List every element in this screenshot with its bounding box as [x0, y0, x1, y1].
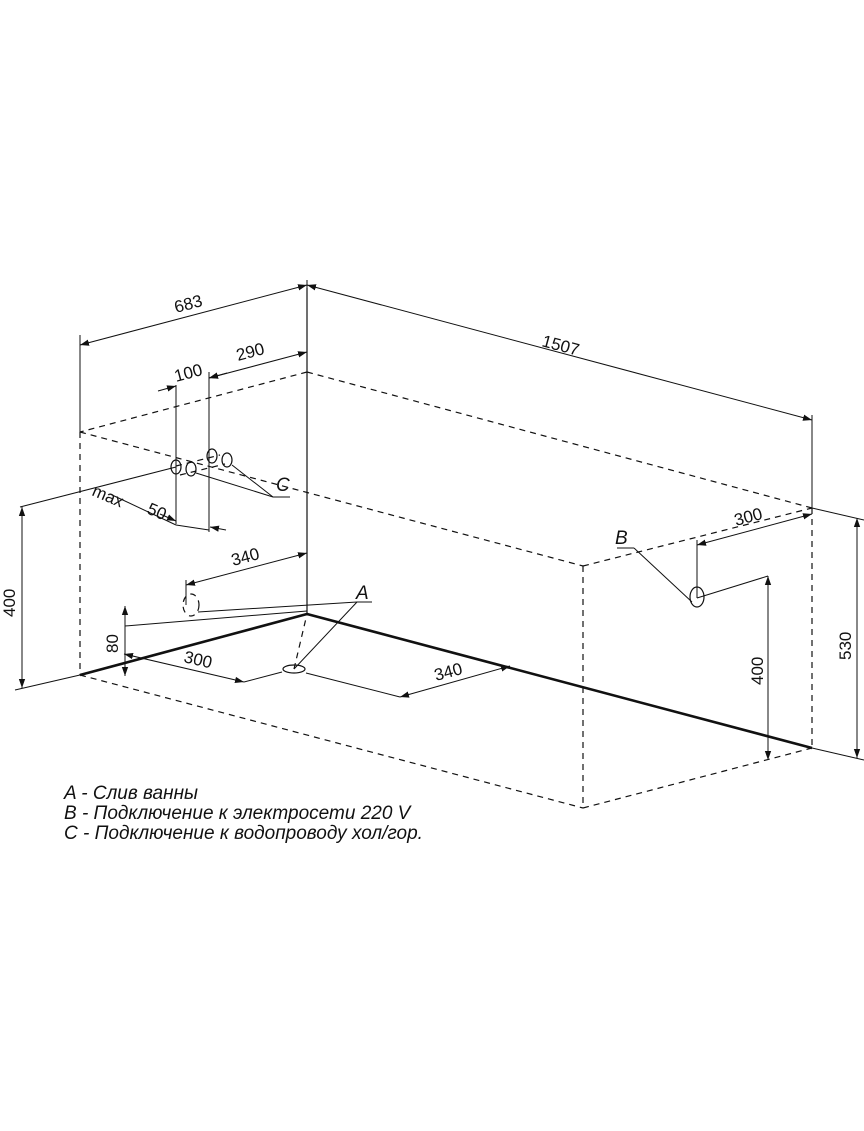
dim-300-floor: 300	[123, 647, 283, 684]
hot-pipe-cap	[221, 452, 233, 468]
tub-outline	[79, 288, 813, 809]
dim-300-right-label: 300	[732, 504, 764, 530]
dim-530-label: 530	[836, 632, 855, 660]
dim-1507-label: 1507	[540, 332, 581, 360]
dim-400-left: 400	[0, 507, 81, 691]
dim-340-top: 340	[185, 544, 308, 605]
bottom-right-edge	[582, 747, 813, 809]
dim-max-50: max 50	[19, 466, 227, 532]
floor-back-wall-line	[306, 612, 813, 750]
dim-400-right-label: 400	[748, 657, 767, 685]
top-back-edge	[306, 371, 813, 509]
dim-300-right: 300	[696, 504, 813, 546]
dim-80-label: 80	[103, 634, 122, 653]
a-leader-2	[293, 601, 358, 670]
dim-340-floor-label: 340	[432, 659, 464, 685]
top-front-edge	[79, 431, 584, 567]
c-leader-1	[195, 472, 274, 498]
dim-100-label: 100	[172, 360, 204, 386]
wall-drain-circle	[182, 593, 200, 617]
cold-pipe-end	[170, 459, 182, 475]
marker-b: B	[615, 528, 628, 549]
dim-1507: 1507	[306, 284, 813, 508]
cold-pipe-cap	[185, 461, 197, 477]
dim-290-label: 290	[234, 339, 266, 365]
drain-a-left: A	[124, 583, 372, 627]
c-leader-2	[231, 464, 274, 498]
marker-a: A	[355, 583, 369, 604]
floor-left-wall-line	[79, 612, 308, 677]
legend-item-b: B - Подключение к электросети 220 V	[64, 803, 411, 824]
b-leader	[633, 547, 693, 603]
dim-400-left-label: 400	[0, 589, 19, 617]
floor-drain-circle	[282, 664, 306, 674]
hot-pipe-end	[206, 448, 218, 464]
dim-683: 683	[79, 280, 308, 432]
legend-item-c: C - Подключение к водопроводу хол/гор.	[64, 823, 423, 844]
max-label: max	[89, 481, 126, 511]
dim-340-floor: 340	[305, 659, 511, 698]
legend-item-a: A - Слив ванны	[64, 783, 199, 804]
legend: A - Слив ванны B - Подключение к электро…	[64, 784, 423, 844]
bottom-front-edge	[79, 674, 584, 809]
water-connections: C	[170, 448, 290, 498]
marker-c: C	[276, 475, 290, 496]
electric-b: B	[615, 528, 769, 608]
dim-290-100: 290 100	[157, 339, 308, 532]
a-leader-1	[197, 601, 358, 613]
floor-drain	[282, 601, 358, 674]
dim-400-right: 400	[748, 576, 772, 760]
dim-530: 530	[811, 507, 864, 761]
